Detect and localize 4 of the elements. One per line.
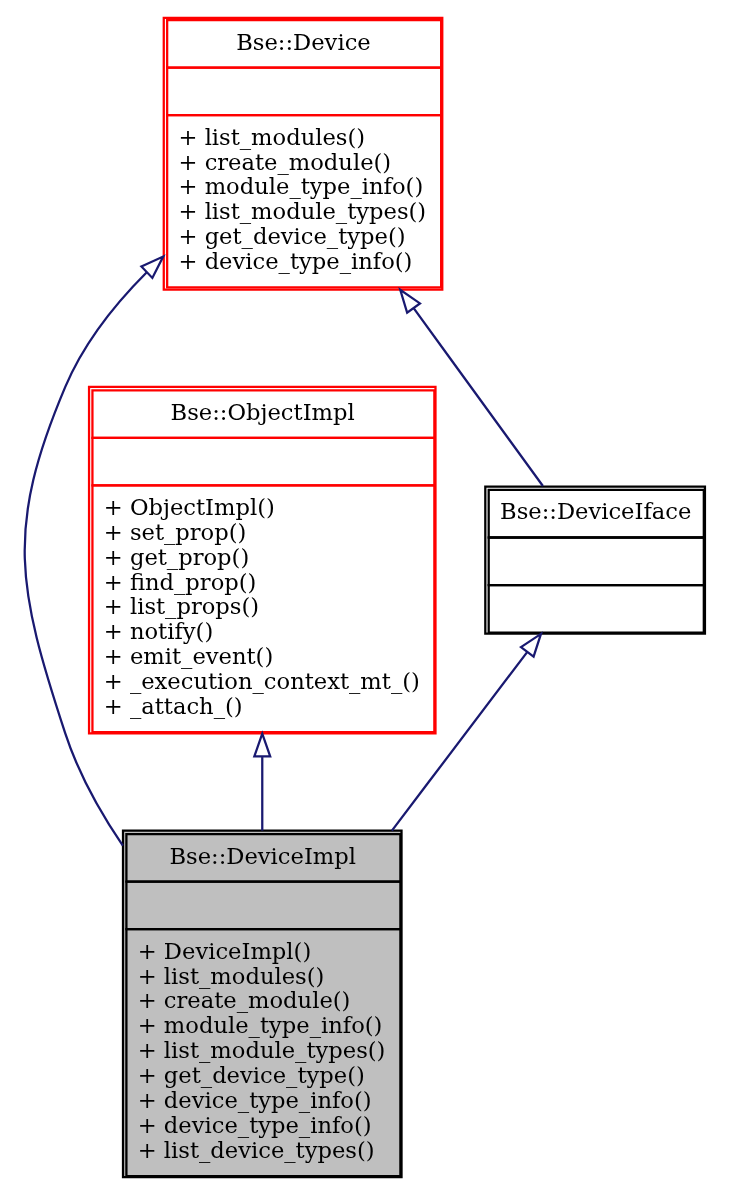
- arrow: [398, 286, 544, 487]
- arrow: [252, 730, 272, 831]
- arrow: [391, 631, 544, 832]
- arrow: [23, 254, 166, 847]
